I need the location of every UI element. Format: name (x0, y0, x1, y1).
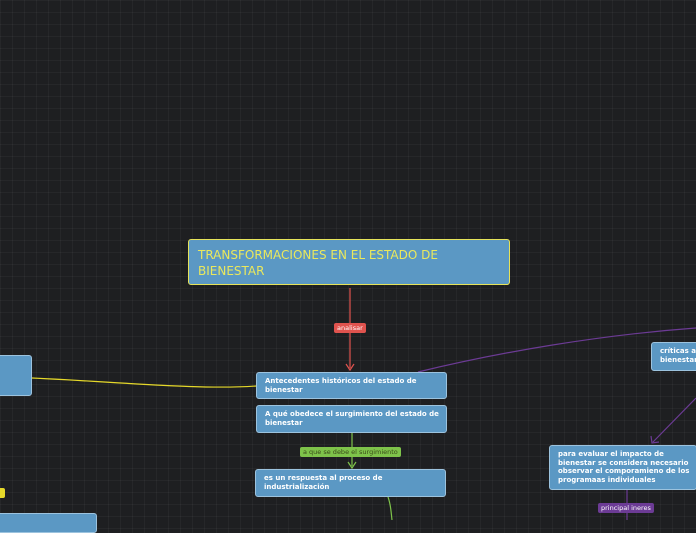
link-purple-criticas (417, 327, 696, 373)
root-topic-title: TRANSFORMACIONES EN EL ESTADO DE BIENEST… (198, 248, 438, 278)
label-principal-ineres[interactable]: principal ineres (598, 503, 654, 513)
node-left-partial[interactable] (0, 355, 32, 396)
link-green-down (387, 496, 393, 520)
node-criticas-text: críticas a bienestar (660, 347, 696, 364)
root-topic[interactable]: TRANSFORMACIONES EN EL ESTADO DE BIENEST… (188, 239, 510, 285)
node-evaluar[interactable]: para evaluar el impacto de bienestar se … (549, 445, 696, 490)
node-a-que-obedece[interactable]: A qué obedece el surgimiento del estado … (256, 405, 447, 433)
link-arrow-antecedentes (345, 363, 355, 372)
node-respuesta[interactable]: es un respuesta al proceso de industrial… (255, 469, 446, 497)
node-antecedentes[interactable]: Antecedentes históricos del estado de bi… (256, 372, 447, 399)
node-criticas[interactable]: críticas a bienestar (651, 342, 696, 371)
node-evaluar-text: para evaluar el impacto de bienestar se … (558, 450, 690, 484)
label-analisar[interactable]: analisar (334, 323, 366, 333)
node-bottom-left-partial[interactable] (0, 513, 97, 533)
link-purple-evaluar (652, 397, 696, 443)
label-a-que-se-debe[interactable]: a que se debe el surgimiento (300, 447, 401, 457)
label-left-yellow-partial[interactable] (0, 488, 5, 498)
node-a-que-obedece-text: A qué obedece el surgimiento del estado … (265, 410, 439, 427)
link-arrow-respuesta (347, 461, 357, 470)
node-respuesta-text: es un respuesta al proceso de industrial… (264, 474, 383, 491)
link-arrow-evaluar (650, 435, 660, 444)
link-left-node-yellow (31, 377, 257, 388)
connection-lines (31, 288, 696, 520)
node-antecedentes-text: Antecedentes históricos del estado de bi… (265, 377, 417, 394)
